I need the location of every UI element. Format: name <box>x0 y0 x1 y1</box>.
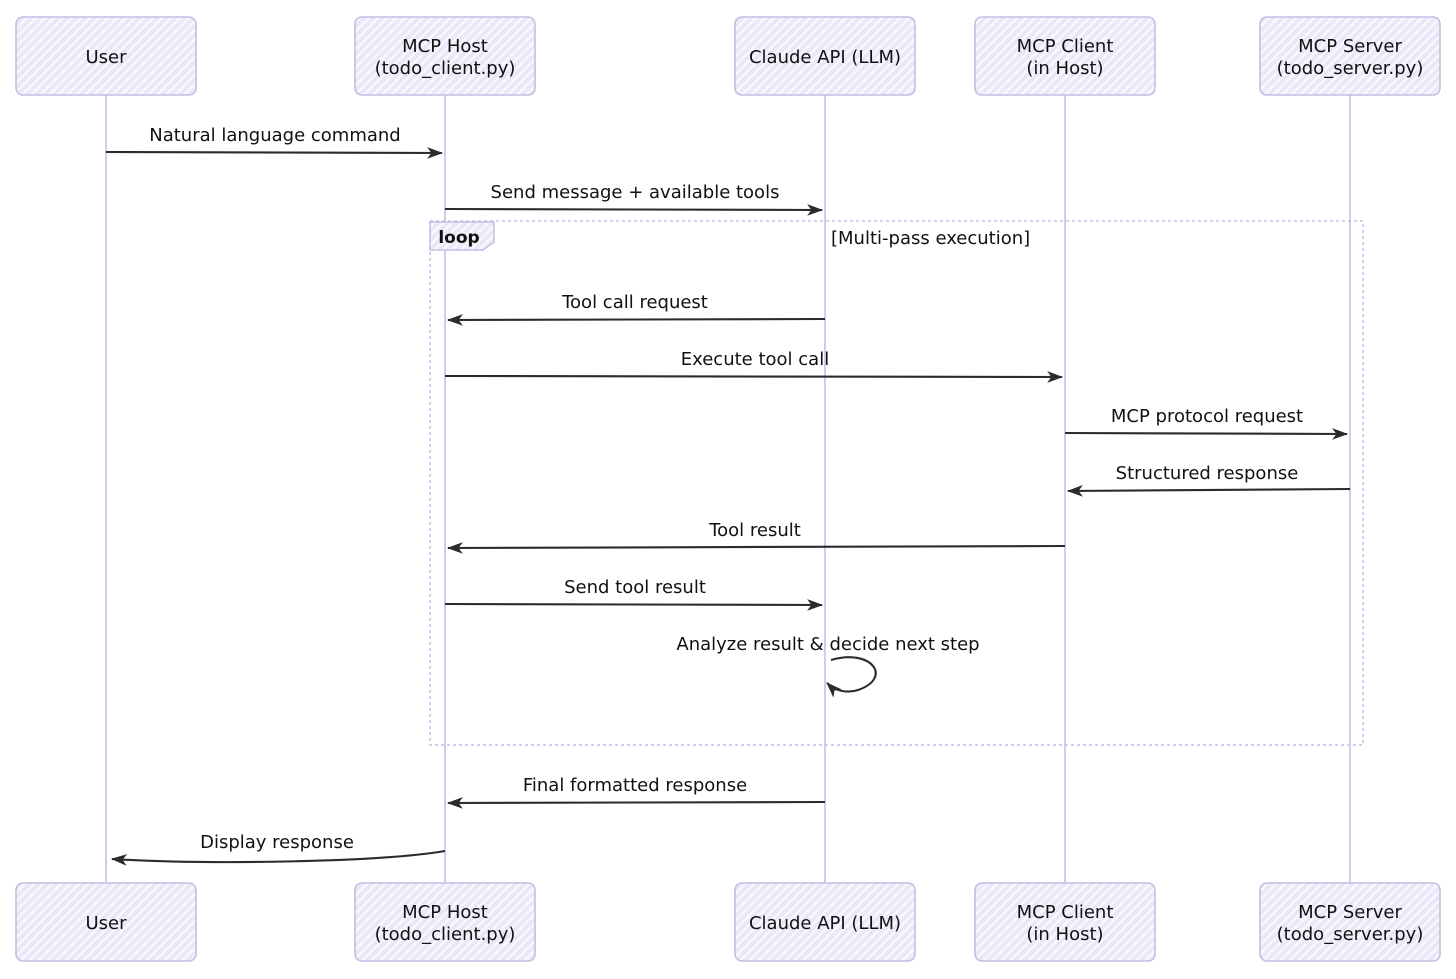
participant-box <box>1259 882 1441 962</box>
participant-label: User <box>85 47 127 68</box>
participant-label: MCP Client <box>1017 902 1114 923</box>
message-arrow <box>110 849 446 866</box>
message-arrow <box>446 314 826 326</box>
participant-box <box>734 882 916 962</box>
message-arrow <box>105 147 444 159</box>
message-tool-call-request: Tool call request <box>446 292 826 326</box>
message-arrow <box>1066 485 1351 497</box>
participant-sublabel: (todo_server.py) <box>1277 58 1424 79</box>
participant-bottom-mcp-host: MCP Host (todo_client.py) <box>354 882 536 962</box>
participant-label: Claude API (LLM) <box>749 47 901 68</box>
message-send-message-available-tools: Send message + available tools <box>444 182 824 216</box>
participant-bottom-claude-api: Claude API (LLM) <box>734 882 916 962</box>
self-message-arrow <box>826 656 877 698</box>
participant-sublabel: (todo_client.py) <box>375 924 516 945</box>
participant-sublabel: (in Host) <box>1026 924 1103 945</box>
loop-frame-border <box>429 220 1364 746</box>
message-send-tool-result: Send tool result <box>444 577 824 611</box>
message-execute-tool-call: Execute tool call <box>444 349 1064 383</box>
participant-box <box>1259 16 1441 96</box>
message-natural-language-command: Natural language command <box>105 125 444 159</box>
loop-condition-label: [Multi-pass execution] <box>831 228 1030 249</box>
participant-top-mcp-client: MCP Client (in Host) <box>974 16 1156 96</box>
participant-label: MCP Host <box>402 902 488 923</box>
message-mcp-protocol-request: MCP protocol request <box>1064 406 1349 440</box>
message-display-response: Display response <box>110 832 446 866</box>
participant-label: Claude API (LLM) <box>749 913 901 934</box>
participant-label: User <box>85 913 127 934</box>
message-label: Natural language command <box>149 125 400 146</box>
message-label: Analyze result & decide next step <box>676 634 979 655</box>
message-arrow <box>444 204 824 216</box>
participant-label: MCP Server <box>1298 902 1402 923</box>
loop-frame: loop [Multi-pass execution] <box>429 220 1364 746</box>
message-label: Execute tool call <box>681 349 829 370</box>
loop-label: loop <box>438 228 479 248</box>
message-label: Structured response <box>1116 463 1299 484</box>
message-label: Tool call request <box>561 292 708 313</box>
message-arrow <box>446 797 826 809</box>
participant-box <box>354 16 536 96</box>
message-final-formatted-response: Final formatted response <box>446 775 826 809</box>
message-analyze-result-self-loop: Analyze result & decide next step <box>676 634 980 698</box>
message-tool-result: Tool result <box>446 520 1066 554</box>
participant-top-mcp-server: MCP Server (todo_server.py) <box>1259 16 1441 96</box>
participant-top-claude-api: Claude API (LLM) <box>734 16 916 96</box>
message-label: Send message + available tools <box>491 182 780 203</box>
participant-box <box>734 16 916 96</box>
message-arrow <box>444 599 824 611</box>
participant-sublabel: (todo_client.py) <box>375 58 516 79</box>
message-arrow <box>1064 428 1349 440</box>
message-label: Send tool result <box>564 577 706 598</box>
participant-label: MCP Server <box>1298 36 1402 57</box>
participant-bottom-mcp-server: MCP Server (todo_server.py) <box>1259 882 1441 962</box>
message-label: Tool result <box>708 520 801 541</box>
message-label: Display response <box>200 832 354 853</box>
participant-box <box>15 882 197 962</box>
participant-label: MCP Client <box>1017 36 1114 57</box>
loop-label-tab <box>429 221 495 251</box>
participant-sublabel: (in Host) <box>1026 58 1103 79</box>
message-label: MCP protocol request <box>1111 406 1303 427</box>
participant-top-user: User <box>15 16 197 96</box>
participant-label: MCP Host <box>402 36 488 57</box>
message-label: Final formatted response <box>523 775 747 796</box>
participant-bottom-user: User <box>15 882 197 962</box>
participant-top-mcp-host: MCP Host (todo_client.py) <box>354 16 536 96</box>
message-arrow <box>444 371 1064 383</box>
message-structured-response: Structured response <box>1066 463 1351 497</box>
participant-box <box>354 882 536 962</box>
participant-box <box>974 16 1156 96</box>
participant-sublabel: (todo_server.py) <box>1277 924 1424 945</box>
participant-box <box>15 16 197 96</box>
message-arrow <box>446 542 1066 554</box>
participant-bottom-mcp-client: MCP Client (in Host) <box>974 882 1156 962</box>
participant-box <box>974 882 1156 962</box>
